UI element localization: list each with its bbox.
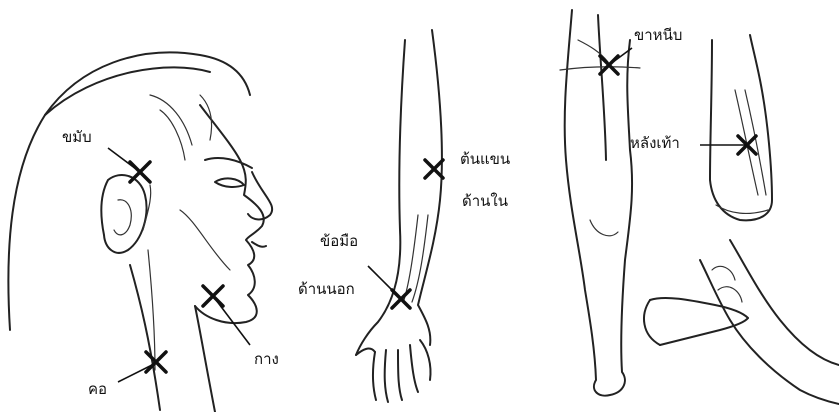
- foot-drawing: [710, 35, 772, 220]
- neck-label: คอ: [88, 382, 107, 397]
- temple-label: ขมับ: [62, 130, 92, 145]
- inner-arm-label-line2: ด้านใน: [462, 194, 508, 209]
- neck-marker: [118, 352, 166, 382]
- inner-arm-label-line1: ต้นแขน: [460, 152, 510, 167]
- hand-on-foot-drawing: [644, 240, 839, 404]
- foot-top-marker: [700, 136, 756, 154]
- wrist-label-line2: ด้านนอก: [298, 282, 355, 297]
- inner-arm-marker: [425, 160, 443, 178]
- jaw-label: กาง: [254, 352, 279, 367]
- arm-drawing: [356, 30, 442, 402]
- wrist-label-line1: ข้อมือ: [320, 234, 358, 249]
- head-profile-drawing: [8, 53, 272, 413]
- foot-top-label: หลังเท้า: [630, 136, 680, 151]
- jaw-marker: [203, 286, 250, 345]
- groin-label: ขาหนีบ: [634, 28, 682, 43]
- leg-drawing: [560, 10, 640, 396]
